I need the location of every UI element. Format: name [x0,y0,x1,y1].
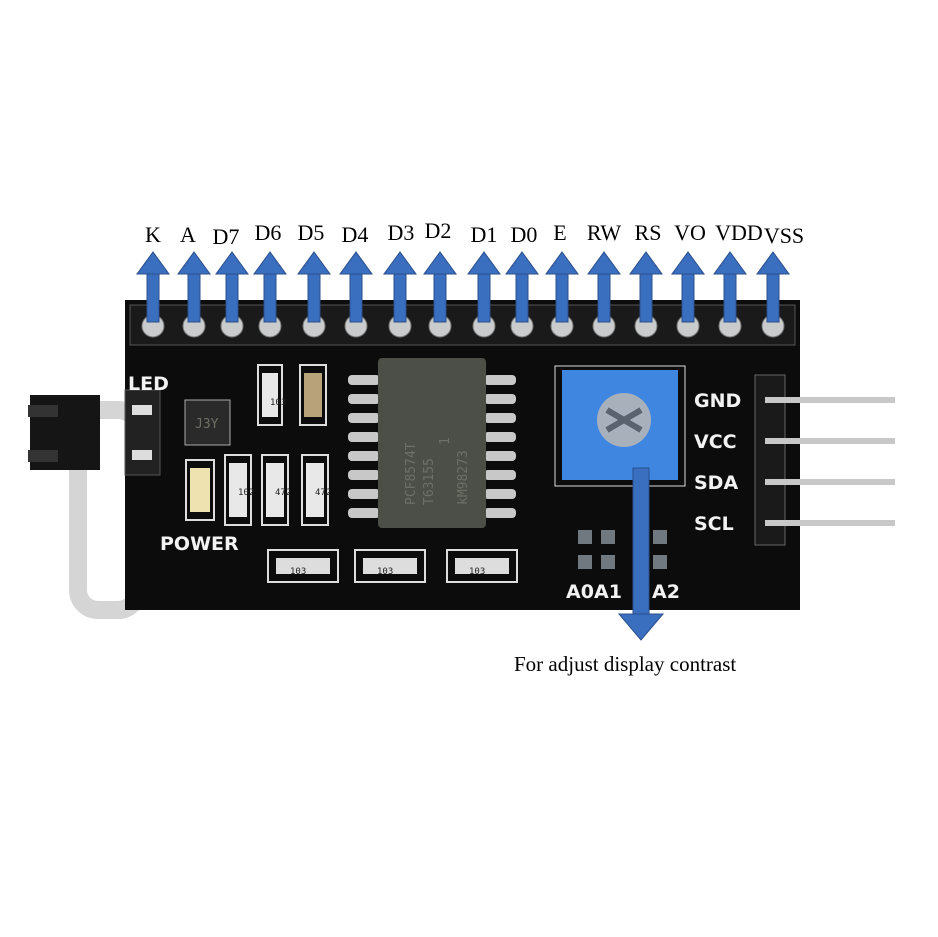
chip-leg [348,375,380,385]
silk-power: POWER [160,533,239,555]
arrow-e [545,251,579,323]
smd-resistor-103 [446,549,518,583]
i2c-label-sda: SDA [694,472,738,494]
address-pad [578,555,592,569]
pcf8574-chip: PCF8574T T63155 1 kM98273 [348,358,516,528]
chip-leg [348,394,380,404]
pin-label-d5: D5 [298,220,325,245]
pin-label-vss: VSS [764,223,804,248]
arrow-k [136,251,170,323]
i2c-label-scl: SCL [694,513,734,535]
pin-label-d7: D7 [213,224,240,249]
i2c-pin-vcc [765,438,895,444]
pin-label-d4: D4 [342,222,369,247]
chip-leg [348,470,380,480]
chip-marking-1: PCF8574T [404,442,419,505]
resistor-marking: 472 [275,488,291,498]
arrow-vo [671,251,705,323]
chip-leg [484,470,516,480]
resistor-marking: 103 [270,398,286,408]
pin-label-vdd: VDD [715,220,763,245]
contrast-caption: For adjust display contrast [514,652,737,676]
chip-leg [484,413,516,423]
chip-leg [348,508,380,518]
i2c-label-gnd: GND [694,390,741,412]
smd-component [261,454,289,526]
pin-label-d2: D2 [425,218,452,243]
smd-component [299,364,327,426]
arrow-d0 [505,251,539,323]
resistor-marking: 102 [238,488,254,498]
arrow-d5 [297,251,331,323]
chip-leg [484,508,516,518]
smd-resistor-103 [354,549,426,583]
chip-leg [484,432,516,442]
contrast-arrow [617,467,665,641]
resistor-marking: 472 [315,488,331,498]
address-pad [601,530,615,544]
chip-leg [484,375,516,385]
i2c-pin-sda [765,479,895,485]
arrow-d1 [467,251,501,323]
address-pad [578,530,592,544]
regulator-marking: J3Y [195,417,219,432]
i2c-header: GND VCC SDA SCL [694,374,895,546]
led-jumper [28,389,161,476]
silk-address-2: A2 [652,581,680,603]
arrow-vdd [713,251,747,323]
regulator [184,399,231,446]
chip-leg [484,451,516,461]
pin-label-d1: D1 [471,222,498,247]
address-pad [653,555,667,569]
chip-marking-2: T63155 [422,458,437,505]
resistor-marking: 103 [377,567,393,577]
chip-leg [484,394,516,404]
smd-component [224,454,252,526]
resistor-marking: 103 [290,567,306,577]
pin-label-k: K [145,222,161,247]
chip-leg [348,432,380,442]
i2c-pin-scl [765,520,895,526]
chip-leg [484,489,516,499]
smd-component [301,454,329,526]
silk-address-1: A1 [594,581,622,603]
contrast-potentiometer [554,365,686,487]
pin-label-d6: D6 [255,220,282,245]
arrow-rw [587,251,621,323]
arrow-a [177,251,211,323]
i2c-pin-gnd [765,397,895,403]
silk-led: LED [128,373,169,395]
pin-label-d3: D3 [388,220,415,245]
address-pad [653,530,667,544]
pin-label-a: A [180,222,196,247]
power-led [185,459,215,521]
arrow-d7 [215,251,249,323]
resistor-marking: 103 [469,567,485,577]
arrow-rs [629,251,663,323]
arrow-d6 [253,251,287,323]
pin-label-e: E [553,220,566,245]
address-pad [601,555,615,569]
silk-address-0: A0 [566,581,594,603]
chip-leg [348,413,380,423]
pin-label-vo: VO [674,220,706,245]
arrow-vss [756,251,790,323]
chip-marking-4: kM98273 [456,450,471,505]
chip-leg [348,489,380,499]
arrow-d4 [339,251,373,323]
pin-label-d0: D0 [511,222,538,247]
chip-marking-3: 1 [438,437,453,445]
smd-component [257,364,283,426]
pin-label-rw: RW [587,220,621,245]
smd-resistor-103 [267,549,339,583]
chip-leg [348,451,380,461]
arrow-d2 [423,251,457,323]
arrow-d3 [383,251,417,323]
i2c-label-vcc: VCC [694,431,737,453]
pin-label-rs: RS [635,220,662,245]
